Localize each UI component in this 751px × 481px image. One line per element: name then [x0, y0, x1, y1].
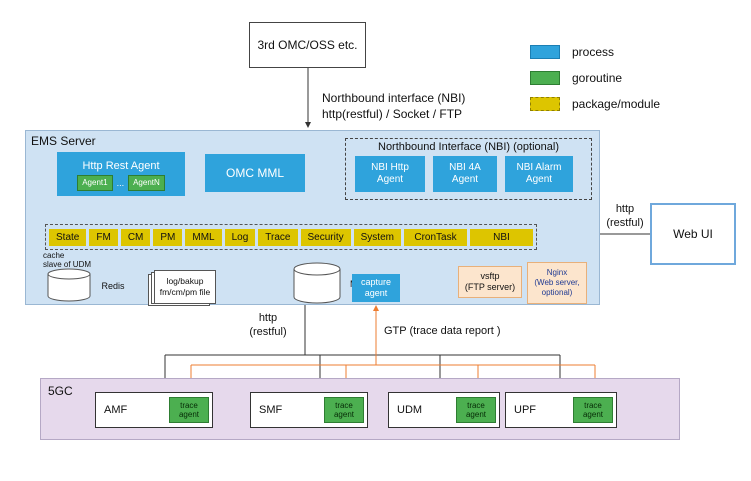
- nginx-line2: (Web server,: [534, 278, 580, 287]
- module-row: State FM CM PM MML Log Trace Security Sy…: [45, 224, 537, 250]
- log-files-icon: log/bakup fm/cm/pm file: [148, 270, 216, 308]
- smf-label: SMF: [259, 404, 283, 416]
- files-line1: log/bakup: [166, 276, 204, 286]
- agentN-box: AgentN: [128, 175, 165, 191]
- amf-box: AMF trace agent: [95, 392, 213, 428]
- module-security: Security: [300, 228, 351, 246]
- process-swatch-icon: [530, 45, 560, 59]
- trace-agent-line1: trace: [467, 401, 485, 410]
- vsftp-box: vsftp (FTP server): [458, 266, 522, 298]
- omc-mml-label: OMC MML: [226, 166, 284, 180]
- smf-box: SMF trace agent: [250, 392, 368, 428]
- trace-agent-line2: agent: [465, 410, 487, 419]
- agent1-box: Agent1: [77, 175, 113, 191]
- capture-agent-line1: capture: [360, 277, 392, 287]
- nbi-note-line2: http(restful) / Socket / FTP: [322, 107, 463, 121]
- udm-trace-agent-box: trace agent: [456, 397, 496, 423]
- legend-item-package: package/module: [530, 94, 700, 114]
- package-swatch-icon: [530, 97, 560, 111]
- nbi-4a-agent-line2: Agent: [451, 174, 479, 185]
- trace-agent-line2: agent: [178, 410, 200, 419]
- web-ui-box: Web UI: [650, 203, 736, 265]
- vsftp-line2: (FTP server): [464, 282, 516, 292]
- ems-server-title: EMS Server: [31, 134, 96, 148]
- nbi-4a-agent-line1: NBI 4A: [449, 162, 481, 173]
- files-line2: fm/cm/pm file: [159, 287, 211, 297]
- agent-list: Agent1 ... AgentN: [57, 175, 185, 191]
- nbi-alarm-agent-line2: Agent: [525, 174, 553, 185]
- nbi-group-title: Northbound Interface (NBI) (optional): [378, 141, 559, 153]
- vsftp-line1: vsftp: [480, 271, 500, 281]
- legend-item-goroutine: goroutine: [530, 68, 700, 88]
- legend-label: process: [572, 45, 615, 59]
- trace-agent-line2: agent: [333, 410, 355, 419]
- http-rest-agent-label: Http Rest Agent: [82, 160, 160, 172]
- south-http-line1: http: [258, 312, 278, 324]
- nbi-alarm-agent-box: NBI Alarm Agent: [505, 156, 573, 192]
- legend-label: package/module: [572, 97, 661, 111]
- upf-box: UPF trace agent: [505, 392, 617, 428]
- omc-mml-box: OMC MML: [205, 154, 305, 192]
- nbi-interface-note: Northbound interface (NBI) http(restful)…: [322, 90, 512, 122]
- cache-note: cache slave of UDM: [43, 251, 91, 269]
- module-cm: CM: [120, 228, 151, 246]
- trace-agent-line1: trace: [335, 401, 353, 410]
- redis-database-icon: Redis: [47, 268, 125, 302]
- amf-trace-agent-box: trace agent: [169, 397, 209, 423]
- file-sheet-front: log/bakup fm/cm/pm file: [154, 270, 216, 304]
- module-nbi: NBI: [469, 228, 533, 246]
- nbi-alarm-agent-line1: NBI Alarm: [516, 162, 562, 173]
- trace-agent-line2: agent: [582, 410, 604, 419]
- module-trace: Trace: [258, 228, 298, 246]
- 5gc-title: 5GC: [48, 384, 73, 398]
- capture-agent-box: capture agent: [352, 274, 400, 302]
- legend: process goroutine package/module: [530, 42, 700, 120]
- web-ui-label: Web UI: [673, 227, 713, 241]
- http-rest-agent-box: Http Rest Agent Agent1 ... AgentN: [57, 152, 185, 196]
- agents-ellipsis: ...: [116, 178, 125, 188]
- south-http-label: http (restful): [238, 311, 298, 339]
- trace-agent-line1: trace: [180, 401, 198, 410]
- amf-label: AMF: [104, 404, 128, 416]
- webui-link-label: http (restful): [600, 202, 650, 230]
- south-http-line2: (restful): [249, 326, 287, 338]
- nbi-4a-agent-box: NBI 4A Agent: [433, 156, 497, 192]
- capture-agent-line2: agent: [364, 288, 388, 298]
- nginx-line3: optional): [541, 288, 573, 297]
- upf-trace-agent-box: trace agent: [573, 397, 613, 423]
- webui-link-line1: http: [615, 203, 635, 215]
- nbi-http-agent-box: NBI Http Agent: [355, 156, 425, 192]
- trace-agent-line1: trace: [584, 401, 602, 410]
- module-log: Log: [224, 228, 256, 246]
- gtp-label: GTP (trace data report ): [384, 325, 501, 337]
- webui-link-line2: (restful): [606, 217, 644, 229]
- nbi-note-line1: Northbound interface (NBI): [322, 91, 466, 105]
- goroutine-swatch-icon: [530, 71, 560, 85]
- upf-label: UPF: [514, 404, 536, 416]
- mysql-database-icon: MySQL: [293, 262, 380, 304]
- udm-label: UDM: [397, 404, 423, 416]
- legend-label: goroutine: [572, 71, 623, 85]
- nbi-http-agent-line1: NBI Http: [371, 162, 409, 173]
- cache-note-line1: cache: [43, 251, 65, 260]
- smf-trace-agent-box: trace agent: [324, 397, 364, 423]
- legend-item-process: process: [530, 42, 700, 62]
- module-crontask: CronTask: [403, 228, 467, 246]
- nginx-line1: Nginx: [546, 268, 568, 277]
- module-fm: FM: [89, 228, 118, 246]
- nbi-group: Northbound Interface (NBI) (optional): [345, 138, 592, 200]
- cache-note-line2: slave of UDM: [43, 260, 92, 269]
- nginx-box: Nginx (Web server, optional): [527, 262, 587, 304]
- module-state: State: [49, 228, 87, 246]
- module-pm: PM: [153, 228, 183, 246]
- omc-oss-label: 3rd OMC/OSS etc.: [257, 38, 358, 52]
- omc-oss-box: 3rd OMC/OSS etc.: [249, 22, 366, 68]
- nbi-http-agent-line2: Agent: [376, 174, 404, 185]
- udm-box: UDM trace agent: [388, 392, 500, 428]
- module-system: System: [353, 228, 401, 246]
- redis-label: Redis: [101, 281, 125, 291]
- module-mml: MML: [185, 228, 222, 246]
